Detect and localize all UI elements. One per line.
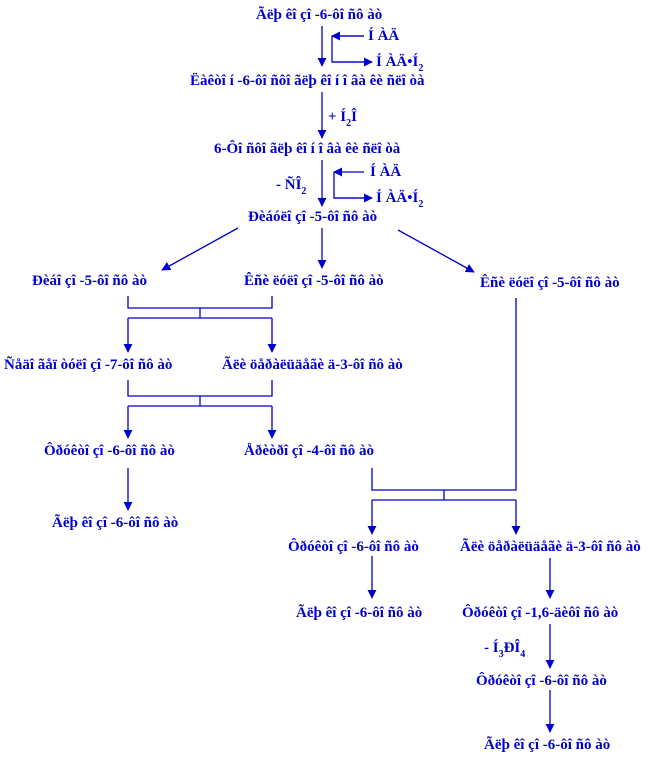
reagent-nadh2-2: Í ÀÄ•Í2 <box>376 189 424 210</box>
reagent-nad-2: Í ÀÄ <box>370 164 402 180</box>
bracket-top-1 <box>127 296 273 309</box>
reagent-phosphate-sub: 3 <box>498 649 504 660</box>
reagent-phosphate-sub2: 4 <box>520 649 526 660</box>
xylulose-right-line <box>371 298 517 491</box>
reagent-water-main: + Í <box>328 109 347 125</box>
reagent-co2-sub: 2 <box>301 186 307 197</box>
node-phosphogluconolactone: Ëàêòî í -6-ôî ñôî ãëþ êî í î âà êè ñëî ò… <box>190 73 425 89</box>
reagent-water-tail: Î <box>351 109 357 125</box>
arrow-ribulose-to-xylulose-right <box>397 229 475 273</box>
node-6-phosphogluconate: 6-Ôî ñôî ãëþ êî í î âà êè ñëî òà <box>214 141 401 157</box>
node-glucose-6-phosphate-middle: Ãëþ êî çî -6-ôî ñô àò <box>296 605 423 621</box>
cofactor-loop-1 <box>331 35 372 63</box>
reagent-water: + Í2Î <box>328 108 357 129</box>
reagent-nadh2-1-sub: 2 <box>418 63 424 74</box>
reagent-phosphate-mid: ÐÎ <box>503 640 521 656</box>
reagent-phosphate: - Í3ÐÎ4 <box>484 639 526 660</box>
node-fructose-1-6-bisphosphate: Ôðóêòî çî -1,6-äèôî ñô àò <box>462 605 619 621</box>
cofactor-loop-2 <box>333 172 372 199</box>
node-ribulose-5-phosphate: Ðèáóëî çî -5-ôî ñô àò <box>248 209 378 225</box>
node-fructose-6-phosphate-1: Ôðóêòî çî -6-ôî ñô àò <box>44 443 175 459</box>
reagent-nadh2-1-main: Í ÀÄ•Í <box>376 54 419 70</box>
node-erythrose-4-phosphate: Åðèòðî çî -4-ôî ñô àò <box>244 443 374 459</box>
node-xylulose-5-phosphate-right: Êñè ëóëî çî -5-ôî ñô àò <box>480 275 620 291</box>
node-sedoheptulose-7-phosphate: Ñåäî ãåï òóëî çî -7-ôî ñô àò <box>4 357 173 373</box>
node-fructose-6-phosphate-2: Ôðóêòî çî -6-ôî ñô àò <box>288 539 419 555</box>
node-glucose-6-phosphate-top: Ãëþ êî çî -6-ôî ñô àò <box>256 7 383 23</box>
arrow-ribulose-to-ribose <box>161 227 239 271</box>
reagent-nadh2-1: Í ÀÄ•Í2 <box>376 53 424 74</box>
node-glucose-6-phosphate-left: Ãëþ êî çî -6-ôî ñô àò <box>52 515 179 531</box>
reagent-co2-main: - ÑÎ <box>276 177 302 193</box>
bracket-top-2 <box>127 380 273 397</box>
node-glyceraldehyde-3-phosphate-2: Ãëè öåðàëüäåãè ä-3-ôî ñô àò <box>460 539 641 555</box>
node-glucose-6-phosphate-bottom: Ãëþ êî çî -6-ôî ñô àò <box>484 737 611 753</box>
node-xylulose-5-phosphate-middle: Êñè ëóëî çî -5-ôî ñô àò <box>244 273 384 289</box>
reagent-phosphate-main: - Í <box>484 640 499 656</box>
node-fructose-6-phosphate-3: Ôðóêòî çî -6-ôî ñô àò <box>476 673 607 689</box>
node-ribose-5-phosphate: Ðèáî çî -5-ôî ñô àò <box>32 273 147 289</box>
node-glyceraldehyde-3-phosphate-1: Ãëè öåðàëüäåãè ä-3-ôî ñô àò <box>222 357 403 373</box>
reagent-nadh2-2-main: Í ÀÄ•Í <box>376 190 419 206</box>
reagent-co2: - ÑÎ2 <box>276 176 307 197</box>
reagent-nadh2-2-sub: 2 <box>418 199 424 210</box>
reagent-nad-1: Í ÀÄ <box>368 28 400 44</box>
reagent-water-sub: 2 <box>346 118 352 129</box>
